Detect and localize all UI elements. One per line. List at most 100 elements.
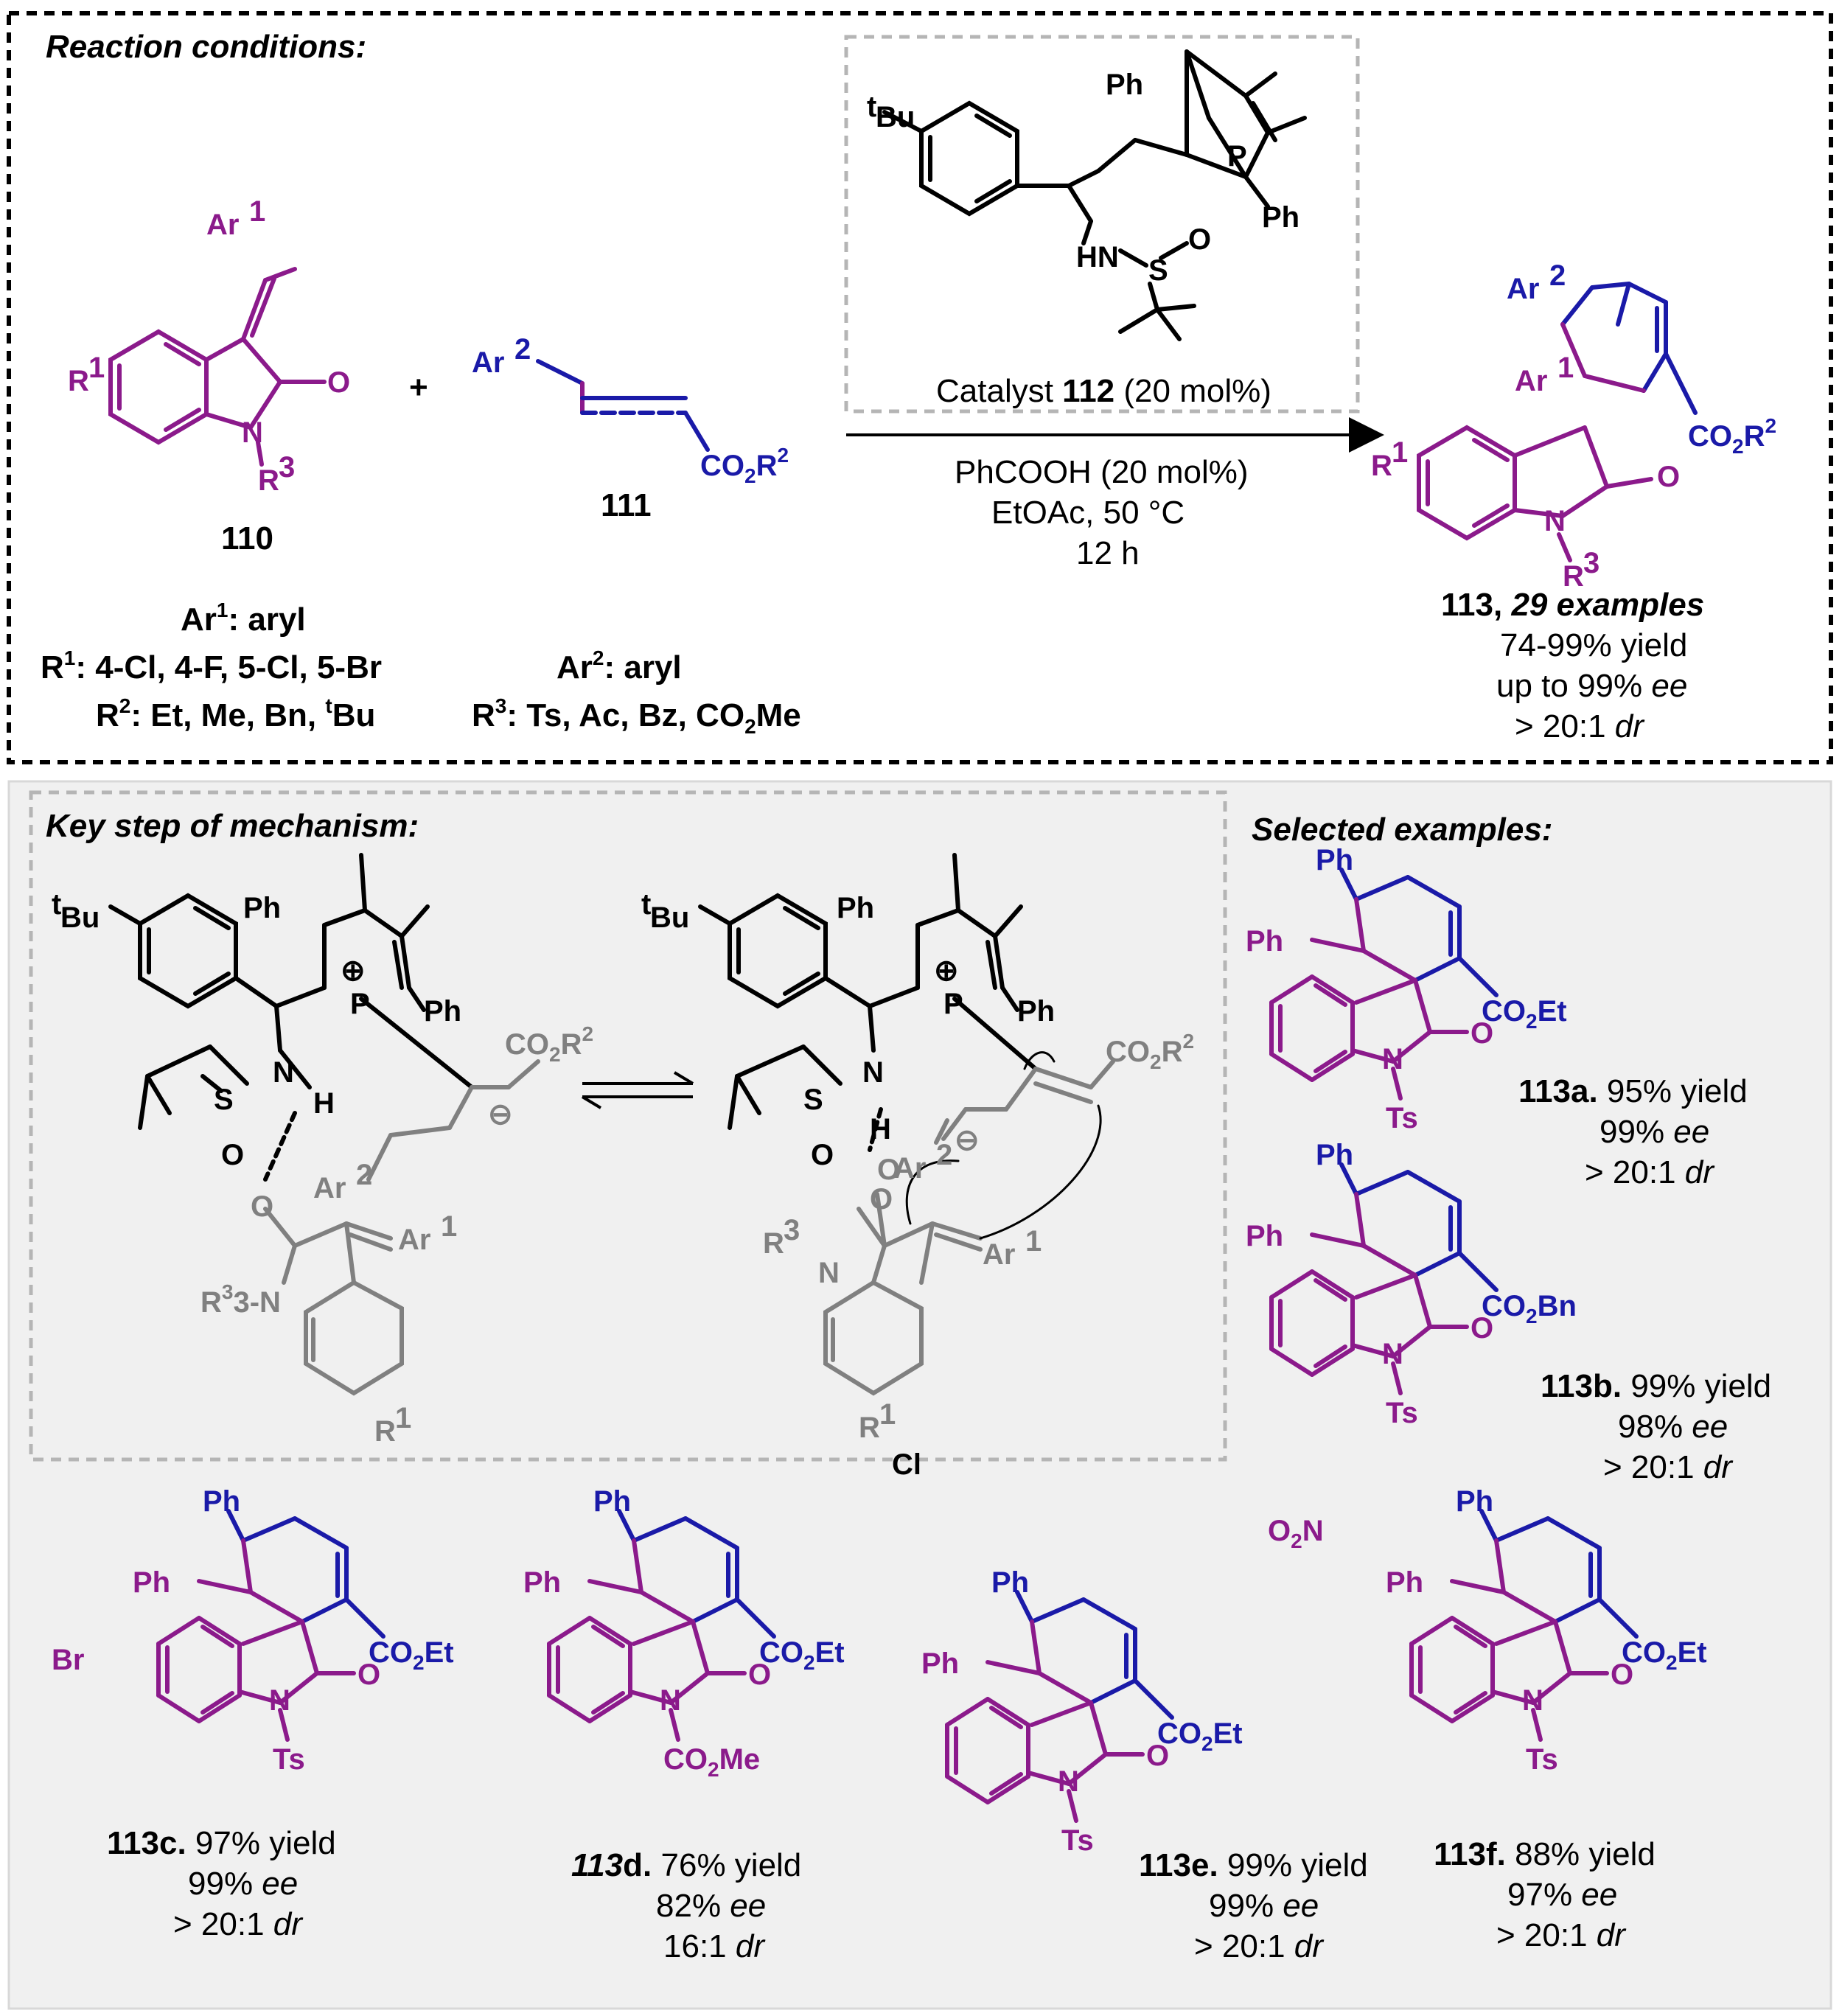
condition-1: PhCOOH (20 mol%) (955, 454, 1249, 490)
n-substituent: CO2Me (663, 1743, 760, 1781)
svg-text:R: R (258, 464, 279, 497)
svg-text:HN: HN (1076, 241, 1119, 273)
svg-text:R: R (763, 1227, 784, 1260)
catalyst-box (844, 35, 1360, 414)
example-113e-labels: 113e. 99% yield 99% ee > 20:1 dr (1139, 1847, 1368, 1964)
selected-examples-title: Selected examples: (1252, 812, 1552, 848)
svg-text:> 20:1 dr: > 20:1 dr (1603, 1449, 1734, 1485)
svg-text:1: 1 (88, 352, 105, 384)
svg-text:113b. 99% yield: 113b. 99% yield (1541, 1368, 1771, 1404)
phenyl-label: Ph (1246, 1220, 1283, 1252)
svg-text:> 20:1 dr: > 20:1 dr (173, 1906, 304, 1942)
svg-text:R: R (374, 1415, 396, 1448)
svg-text:2: 2 (514, 333, 531, 366)
svg-text:Ph: Ph (1106, 69, 1143, 101)
svg-text:⊕: ⊕ (341, 955, 366, 987)
phenyl-label: Ph (203, 1485, 240, 1518)
compound-110-label: 110 (221, 520, 273, 557)
svg-text:Ph: Ph (837, 892, 874, 924)
svg-text:H: H (313, 1087, 335, 1120)
nitrogen-label: N (1382, 1043, 1403, 1075)
svg-text:16:1 dr: 16:1 dr (663, 1928, 766, 1964)
svg-text:R33-N: R33-N (200, 1280, 281, 1319)
svg-text:99% ee: 99% ee (1599, 1114, 1709, 1150)
svg-text:O: O (1657, 461, 1680, 493)
svg-text:2: 2 (936, 1139, 952, 1171)
svg-text:CO2R2: CO2R2 (700, 444, 789, 487)
svg-text:O: O (1188, 223, 1211, 256)
svg-text:Ar: Ar (893, 1152, 926, 1185)
svg-text:R: R (1563, 560, 1584, 593)
phenyl-label: Ph (991, 1566, 1029, 1599)
ester-label: CO2Et (1622, 1636, 1707, 1674)
svg-text:82% ee: 82% ee (656, 1888, 766, 1924)
svg-text:1: 1 (395, 1402, 411, 1434)
svg-text:113d. 76% yield: 113d. 76% yield (571, 1847, 801, 1883)
svg-text:N: N (273, 1056, 294, 1089)
mechanism-title: Key step of mechanism: (46, 808, 419, 844)
svg-text:> 20:1 dr: > 20:1 dr (1194, 1928, 1325, 1964)
svg-text:O: O (870, 1183, 893, 1215)
svg-text:113c. 97% yield: 113c. 97% yield (107, 1825, 336, 1861)
phenyl-label: Ph (133, 1566, 170, 1599)
svg-text:⊕: ⊕ (934, 955, 959, 987)
n-substituent: Ts (1386, 1102, 1418, 1134)
svg-text:3: 3 (784, 1214, 800, 1246)
svg-text:2: 2 (1549, 259, 1566, 292)
svg-text:H: H (870, 1113, 891, 1145)
n-substituent: Ts (1386, 1397, 1418, 1429)
svg-text:t: t (52, 888, 61, 921)
svg-text:P: P (350, 988, 370, 1020)
nitrogen-label: N (269, 1684, 290, 1717)
product-summary-title: 113, 29 examples (1441, 587, 1704, 623)
carbonyl-oxygen: O (1146, 1740, 1169, 1772)
svg-text:1: 1 (1557, 352, 1574, 384)
svg-text:S: S (803, 1084, 823, 1116)
phenyl-label: Ph (1316, 844, 1353, 876)
svg-text:Bu: Bu (60, 901, 100, 934)
phenyl-label: Ph (523, 1566, 561, 1599)
svg-text:P: P (1227, 140, 1247, 172)
svg-text:1: 1 (1392, 436, 1408, 469)
svg-text:t: t (867, 91, 876, 123)
svg-text:S: S (1148, 254, 1168, 287)
svg-text:R: R (1371, 450, 1392, 482)
carbonyl-oxygen: O (1471, 1312, 1493, 1344)
svg-text:N: N (862, 1056, 884, 1089)
svg-text:Ar: Ar (313, 1172, 346, 1204)
carbonyl-oxygen: O (748, 1659, 771, 1691)
svg-text:Bu: Bu (650, 901, 689, 934)
svg-text:> 20:1 dr: > 20:1 dr (1585, 1154, 1715, 1190)
product-ee: up to 99% ee (1496, 668, 1687, 704)
phenyl-label: Ph (593, 1485, 631, 1518)
svg-text:3: 3 (1583, 547, 1599, 579)
svg-text:1: 1 (441, 1210, 457, 1243)
bromo-label: Br (52, 1644, 84, 1676)
svg-text:O: O (877, 1154, 900, 1186)
nitrogen-label: N (1382, 1338, 1403, 1370)
nitro-label: O2N (1268, 1515, 1324, 1552)
svg-text:CO2R2: CO2R2 (505, 1022, 593, 1066)
catalyst-label: Catalyst 112 (20 mol%) (936, 373, 1271, 409)
svg-text:113a. 95% yield: 113a. 95% yield (1518, 1073, 1748, 1109)
n-substituent: Ts (1061, 1824, 1094, 1857)
svg-text:CO2R2: CO2R2 (1688, 414, 1776, 458)
svg-text:Ar: Ar (472, 346, 504, 379)
n-substituent: Ts (1526, 1743, 1558, 1776)
mechanism-box (29, 790, 1227, 1462)
svg-text:99% ee: 99% ee (188, 1866, 298, 1902)
example-113a-labels: 113a. 95% yield 99% ee > 20:1 dr (1518, 1073, 1748, 1190)
product-dr: > 20:1 dr (1515, 708, 1645, 744)
carbonyl-oxygen: O (357, 1659, 380, 1691)
scope-ar2: Ar2: aryl (557, 646, 682, 686)
svg-text:Ph: Ph (243, 892, 281, 924)
condition-2: EtOAc, 50 °C (991, 495, 1185, 531)
svg-text:Bu: Bu (876, 101, 915, 133)
scope-ar1: Ar1: aryl (181, 599, 306, 638)
svg-text:1: 1 (249, 195, 265, 228)
svg-text:O: O (221, 1139, 244, 1171)
svg-text:R: R (859, 1412, 880, 1444)
